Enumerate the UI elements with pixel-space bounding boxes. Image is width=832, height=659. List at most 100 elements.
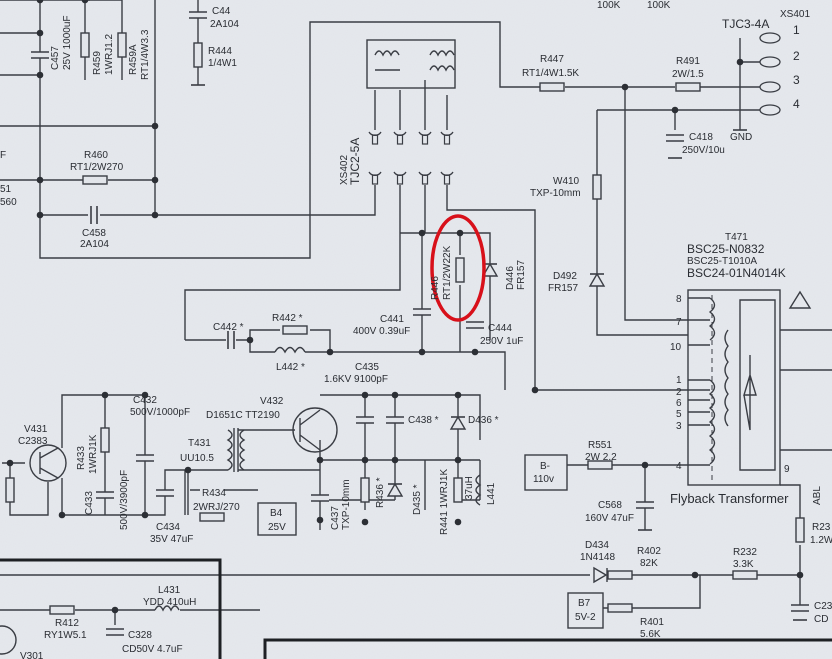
label-c23x: C23 (814, 601, 832, 612)
label-r412: R412 (55, 618, 79, 629)
label-c568-val: 160V 47uF (585, 513, 634, 524)
label-r433-val: 1WRJ1K (88, 434, 99, 474)
label-r433: R433 (76, 446, 87, 470)
label-flyback-transformer: Flyback Transformer (670, 491, 789, 506)
label-xs401-pin4: 4 (793, 97, 800, 111)
highlight-circle (430, 214, 486, 322)
label-v432-val: D1651C TT2190 (206, 410, 280, 421)
label-c568: C568 (598, 500, 622, 511)
label-r446: R446 (430, 276, 441, 300)
label-c435-val: 1.6KV 9100pF (324, 374, 388, 385)
label-r441: R441 1WRJ1K (439, 469, 450, 535)
label-r447-val: RT1/4W1.5K (522, 68, 579, 79)
label-r459-val: 1WRJ1.2 (104, 33, 115, 75)
label-r446-val: RT1/2W22K (442, 245, 453, 300)
label-b4: B4 (270, 508, 283, 519)
label-xs402: XS402 (339, 155, 350, 185)
label-r402-val: 82K (640, 558, 658, 569)
label-pin-10: 10 (670, 342, 682, 353)
label-d446: D446 (505, 266, 516, 290)
label-r412-val: RY1W5.1 (44, 630, 87, 641)
label-abl: ABL (812, 486, 823, 505)
label-r232: R232 (733, 547, 757, 558)
label-c442: C442 * (213, 322, 244, 333)
label-r459a: R459A (128, 44, 139, 75)
label-r491-val: 2W/1.5 (672, 69, 704, 80)
label-r436: R436 * (375, 477, 386, 508)
label-d434: D434 (585, 540, 609, 551)
label-r401: R401 (640, 617, 664, 628)
label-r459a-val: RT1/4W3.3 (140, 29, 151, 80)
label-l441-val: 37uH (464, 476, 475, 500)
label-r460-val: RT1/2W270 (70, 162, 124, 173)
label-c434-val: 35V 47uF (150, 534, 193, 545)
label-c328-val: CD50V 4.7uF (122, 644, 183, 655)
label-r401-val: 5.6K (640, 629, 661, 640)
label-r434: R434 (202, 488, 226, 499)
label-r460: R460 (84, 150, 108, 161)
label-c328: C328 (128, 630, 152, 641)
label-c433: C433 (84, 491, 95, 515)
label-pin-8: 8 (676, 294, 682, 305)
label-d492-val: FR157 (548, 283, 578, 294)
label-r444-val: 1/4W1 (208, 58, 237, 69)
label-bminus-val: 110v (533, 474, 554, 485)
label-pin-1: 1 (676, 375, 682, 386)
label-r551-val: 2W 2.2 (585, 452, 617, 463)
label-xs401-type: TJC3-4A (722, 17, 769, 31)
label-pin-4: 4 (676, 461, 682, 472)
label-c441-val: 400V 0.39uF (353, 326, 410, 337)
label-l431: L431 (158, 585, 181, 596)
label-c444: C444 (488, 323, 512, 334)
label-xs401-pin2: 2 (793, 49, 800, 63)
label-xs401: XS401 (780, 9, 810, 20)
label-xs401-pin1: 1 (793, 23, 800, 37)
label-l431-val: YDD 410uH (143, 597, 196, 608)
label-pin-2: 2 (676, 387, 682, 398)
label-c432-val: 500V/1000pF (130, 407, 190, 418)
label-r444: R444 (208, 46, 232, 57)
label-c44: C44 (212, 6, 231, 17)
label-v431: V431 (24, 424, 48, 435)
label-xs401-pin3: 3 (793, 73, 800, 87)
label-xs402-type: TJC2-5A (348, 138, 362, 185)
label-r551: R551 (588, 440, 612, 451)
label-partial-560: 560 (0, 197, 17, 208)
label-c437-val: TXP-10mm (341, 479, 352, 530)
label-d436: D436 * (468, 415, 499, 426)
label-pin-7: 7 (676, 317, 682, 328)
label-l442: L442 * (276, 362, 305, 373)
label-t431: T431 (188, 438, 211, 449)
label-c44-val: 2A104 (210, 19, 239, 30)
label-100k-b: 100K (647, 0, 671, 11)
label-c458: C458 (82, 228, 106, 239)
label-pin-6: 6 (676, 398, 682, 409)
label-r491: R491 (676, 56, 700, 67)
label-gnd: GND (730, 132, 752, 143)
label-v432: V432 (260, 396, 284, 407)
label-c438: C438 * (408, 415, 439, 426)
label-w410-val: TXP-10mm (530, 188, 581, 199)
label-c444-val: 250V 1uF (480, 336, 523, 347)
label-c457-val: 25V 1000uF (62, 16, 73, 71)
label-partial-51: 51 (0, 184, 12, 195)
label-r23x: R23 (812, 522, 831, 533)
label-v431-val: C2383 (18, 436, 48, 447)
label-pin-5: 5 (676, 409, 682, 420)
label-c432: C432 (133, 395, 157, 406)
label-t471-a: BSC25-N0832 (687, 242, 765, 256)
label-c441: C441 (380, 314, 404, 325)
label-r442: R442 * (272, 313, 303, 324)
label-pin-3: 3 (676, 421, 682, 432)
label-b7-val: 5V-2 (575, 612, 596, 623)
label-t471-c: BSC24-01N4014K (687, 266, 786, 280)
label-c437: C437 (330, 506, 341, 530)
label-c418-val: 250V/10u (682, 145, 725, 156)
label-c434: C434 (156, 522, 180, 533)
label-c435: C435 (355, 362, 379, 373)
label-d446-val: FR157 (516, 260, 527, 290)
components (0, 11, 812, 655)
label-r23x-val: 1.2W (810, 535, 832, 546)
